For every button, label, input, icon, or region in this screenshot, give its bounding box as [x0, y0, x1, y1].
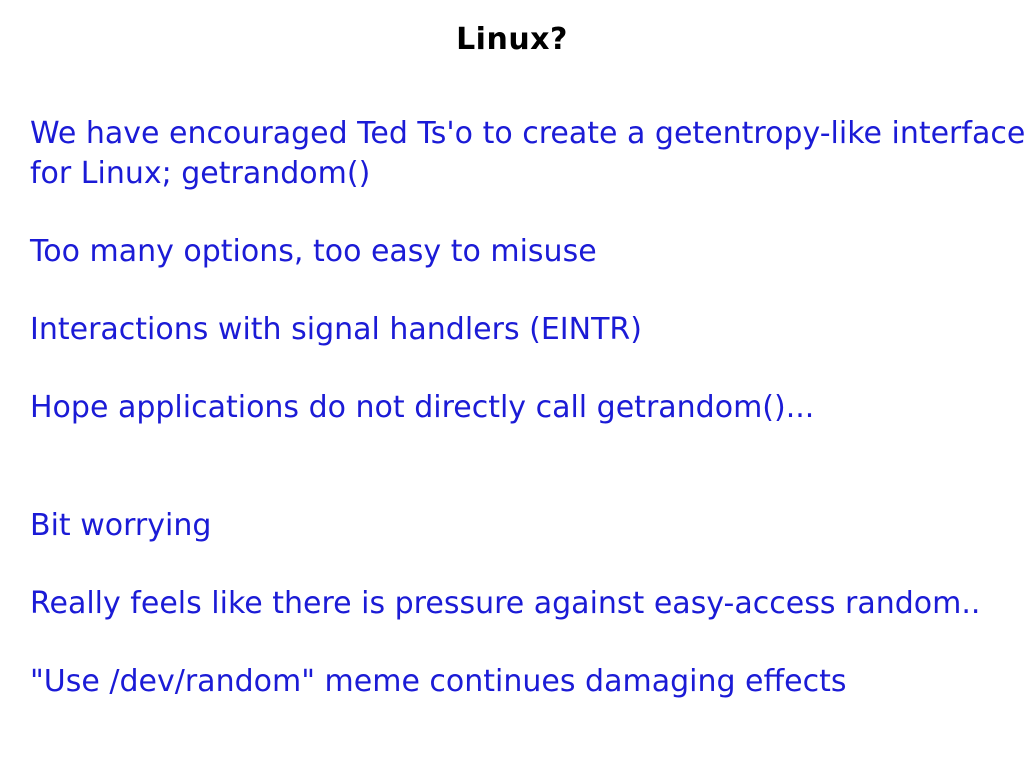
paragraph-hope-applications: Hope applications do not directly call g…: [30, 388, 1004, 428]
paragraph-line: Bit worrying: [30, 508, 212, 543]
slide-body: We have encouraged Ted Ts'o to create a …: [0, 114, 1024, 702]
paragraph-line: We have encouraged Ted Ts'o to create a …: [30, 116, 1024, 151]
paragraph-line: Interactions with signal handlers (EINTR…: [30, 312, 642, 347]
paragraph-line: Really feels like there is pressure agai…: [30, 586, 981, 621]
paragraph-line: Too many options, too easy to misuse: [30, 234, 597, 269]
paragraph-line: for Linux; getrandom(): [30, 156, 371, 191]
paragraph-bit-worrying: Bit worrying: [30, 506, 1004, 546]
paragraph-line: Hope applications do not directly call g…: [30, 390, 815, 425]
slide-title: Linux?: [456, 22, 568, 57]
paragraph-too-many-options: Too many options, too easy to misuse: [30, 232, 1004, 272]
paragraph-dev-random-meme: "Use /dev/random" meme continues damagin…: [30, 662, 1004, 702]
paragraph-line: "Use /dev/random" meme continues damagin…: [30, 664, 847, 699]
paragraph-getrandom-interface: We have encouraged Ted Ts'o to create a …: [30, 114, 1024, 194]
paragraph-signal-handlers: Interactions with signal handlers (EINTR…: [30, 310, 1004, 350]
paragraph-pressure-against-random: Really feels like there is pressure agai…: [30, 584, 1004, 624]
